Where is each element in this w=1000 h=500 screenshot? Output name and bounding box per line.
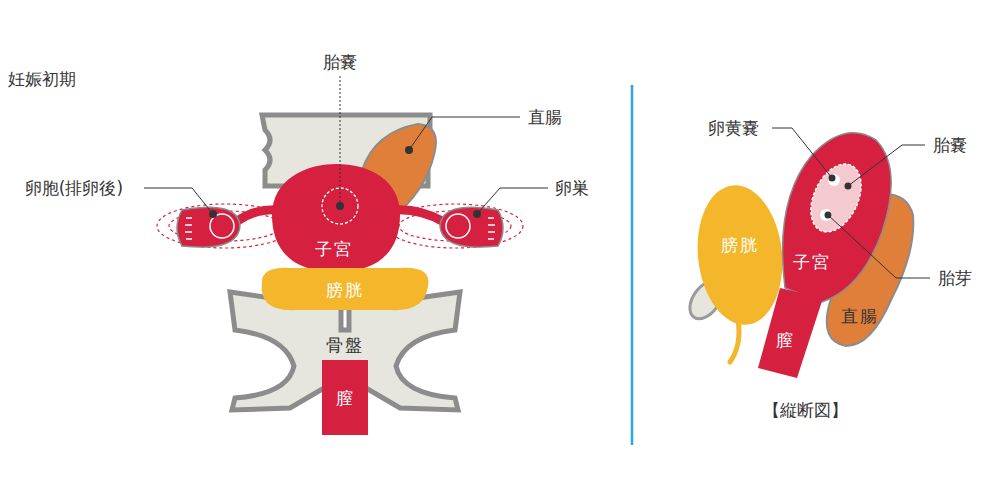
- part-label: 卵黄嚢: [708, 117, 759, 140]
- part-label: 卵巣: [555, 177, 589, 200]
- uterus-shape: [268, 160, 404, 276]
- urethra: [730, 320, 739, 362]
- organ-name: 子宮: [793, 251, 831, 274]
- vagina-shape: 膣: [320, 358, 370, 438]
- diagram-title: 妊娠初期: [8, 68, 76, 91]
- uterus-shape: [770, 125, 910, 310]
- part-label: 胎嚢: [933, 134, 967, 157]
- bladder-shape: [691, 181, 789, 329]
- vagina-shape: [322, 360, 368, 435]
- part-label: 卵胞(排卵後): [25, 177, 123, 200]
- part-label: 胎嚢: [323, 51, 357, 74]
- uterus-shape: 子宮: [268, 160, 404, 276]
- organ-name: 膀胱: [721, 234, 759, 257]
- bladder-shape: 膀胱: [256, 264, 432, 314]
- pelvis-shape: [230, 292, 460, 410]
- bladder-shape: [262, 268, 429, 310]
- organ-name: 膣: [776, 329, 795, 352]
- bladder-shape: [694, 180, 786, 330]
- vagina-shape: 膣: [755, 285, 825, 381]
- part-label: 胎芽: [938, 267, 972, 290]
- uterus-shape: [272, 164, 400, 272]
- organ-name: 膣: [336, 387, 355, 410]
- organ-name: 直腸: [841, 305, 879, 328]
- bladder-shape: 膀胱: [694, 180, 786, 330]
- rectum-shape: [827, 194, 914, 346]
- separator-line: [631, 85, 634, 445]
- organ-name: 骨盤: [326, 334, 364, 357]
- vagina-shape: [758, 288, 823, 378]
- organ-name: 子宮: [315, 238, 353, 261]
- organ-name: 膀胱: [326, 279, 364, 302]
- part-label: 直腸: [528, 106, 562, 129]
- view-caption: 【縦断図】: [763, 399, 848, 422]
- uterus-shape: 子宮: [770, 125, 910, 310]
